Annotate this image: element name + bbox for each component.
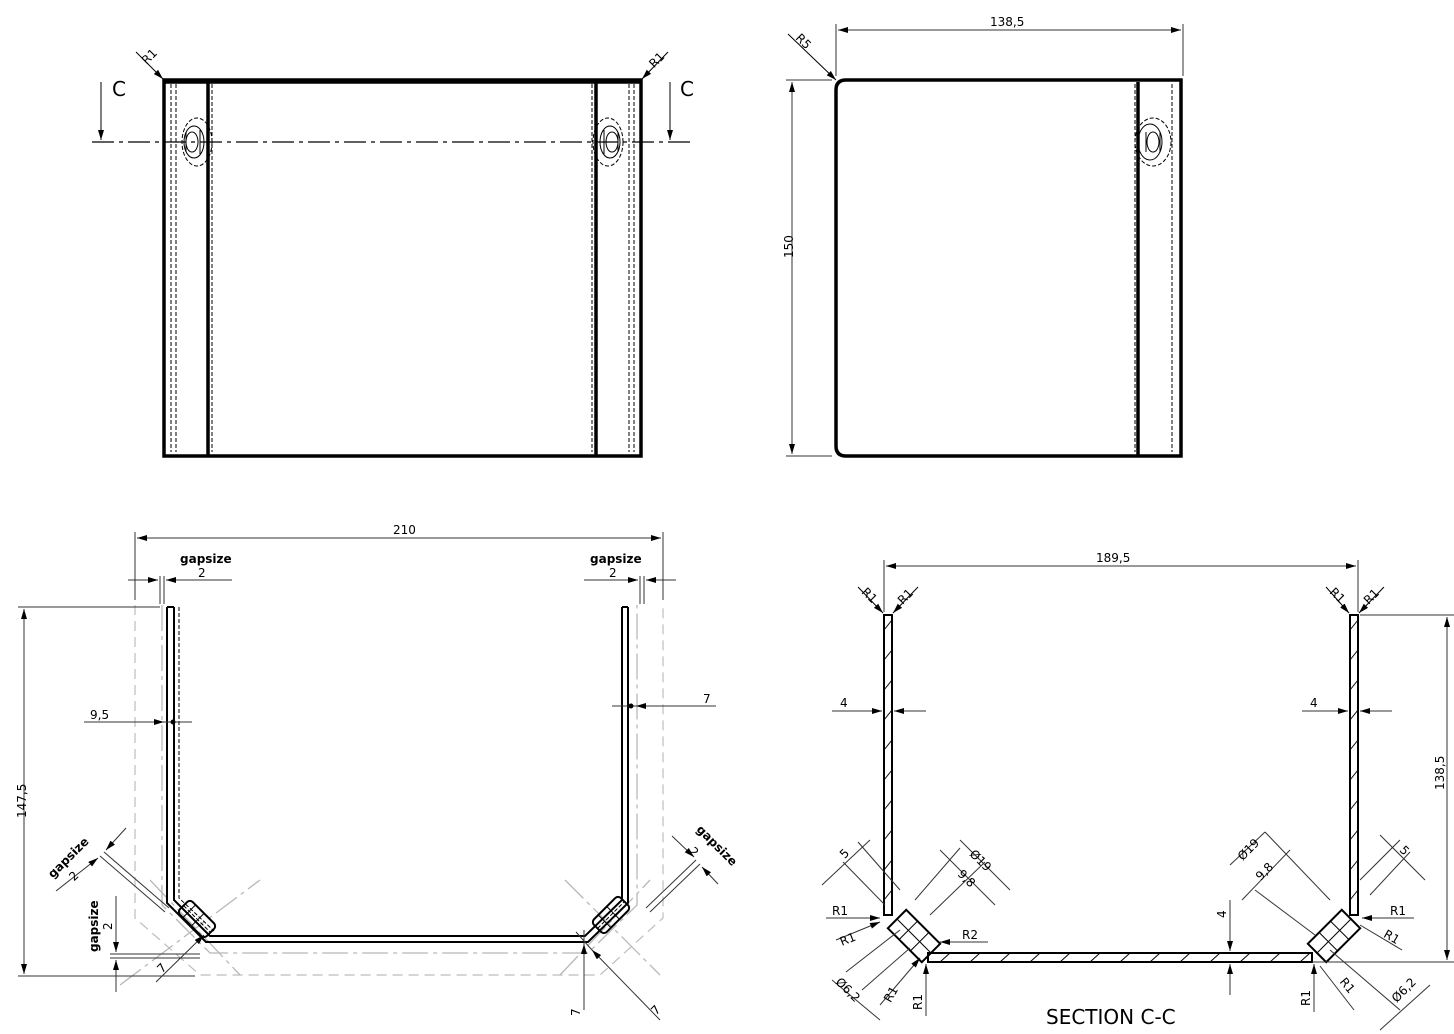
section-right-offset: 5 [1397,843,1412,858]
gap-label-top-right: gapsize [590,552,642,566]
section-height-dim: 138,5 [1433,756,1447,790]
section-title: SECTION C-C [1046,1005,1176,1029]
section-left-top-r1b: R1 [895,586,916,607]
section-base-thickness: 4 [1215,910,1229,918]
section-inner-width: 189,5 [1096,551,1130,565]
section-right-98: 9,8 [1253,860,1276,883]
side-width-dim: 138,5 [990,15,1024,29]
gap-value-top-left: 2 [198,566,206,580]
fastener-icon-side [1134,117,1172,167]
section-marker-right: C [680,77,694,101]
section-marker-left: C [112,77,126,101]
front-outline [162,78,643,458]
top-height-dim: 147,5 [15,784,29,818]
front-radius-left: R1 [139,46,160,67]
section-left-r1b: R1 [838,930,858,949]
top-bottom-right-7b: 7 [648,1002,663,1017]
section-right-top-r1b: R1 [1361,586,1382,607]
side-height-dim: 150 [782,235,796,258]
section-hinge-left [886,908,942,964]
hatch-right-wall [1349,619,1359,901]
top-left-offset: 9,5 [90,708,109,722]
hatch-base [939,952,1311,963]
top-width-dim: 210 [393,523,416,537]
front-radius-right: R1 [646,49,667,70]
front-view: C C R1 R1 [92,46,694,458]
section-left-r1d: R1 [911,994,925,1010]
gap-value-bottom-left: 2 [101,922,115,930]
top-bottom-right-7a: 7 [569,1008,583,1016]
section-left-top-r1a: R1 [859,585,880,606]
gap-label-top-left: gapsize [180,552,232,566]
side-view: 138,5 150 R5 [782,15,1184,458]
top-bottom-left-7: 7 [154,960,169,975]
section-wall-right: 4 [1310,696,1318,710]
section-left-r2: R2 [962,928,978,942]
hinge-block-left [177,899,217,939]
side-outline [834,78,1183,458]
section-view: 189,5 R1 R1 R1 R1 138,5 4 4 4 5 [821,551,1454,1031]
section-right-dia62: Ø6,2 [1389,975,1419,1005]
gap-label-bottom-left: gapsize [87,900,101,952]
hatch-left-wall [883,619,893,901]
gap-label-diag-right: gapsize [694,822,740,868]
section-left-r1a: R1 [832,904,848,918]
section-right-dia19: Ø19 [1235,836,1262,863]
section-right-r1b: R1 [1381,927,1402,947]
section-right-r1c: R1 [1337,975,1358,996]
section-right-top-r1a: R1 [1327,585,1348,606]
gap-value-top-right: 2 [609,566,617,580]
top-right-offset: 7 [703,692,711,706]
hinge-block-right [591,895,631,935]
section-right-r1d: R1 [1299,990,1313,1006]
section-left-r1c: R1 [881,984,901,1005]
top-view: 210 gapsize 2 gapsize 2 147,5 9,5 7 [15,523,740,1021]
gap-value-diag-right: 2 [686,844,701,859]
section-wall-left: 4 [840,696,848,710]
side-corner-radius: R5 [793,31,814,52]
section-left-dia62: Ø6,2 [833,975,863,1005]
section-left-98: 9,8 [955,867,978,890]
section-hinge-right [1306,908,1362,964]
section-right-r1a: R1 [1390,904,1406,918]
